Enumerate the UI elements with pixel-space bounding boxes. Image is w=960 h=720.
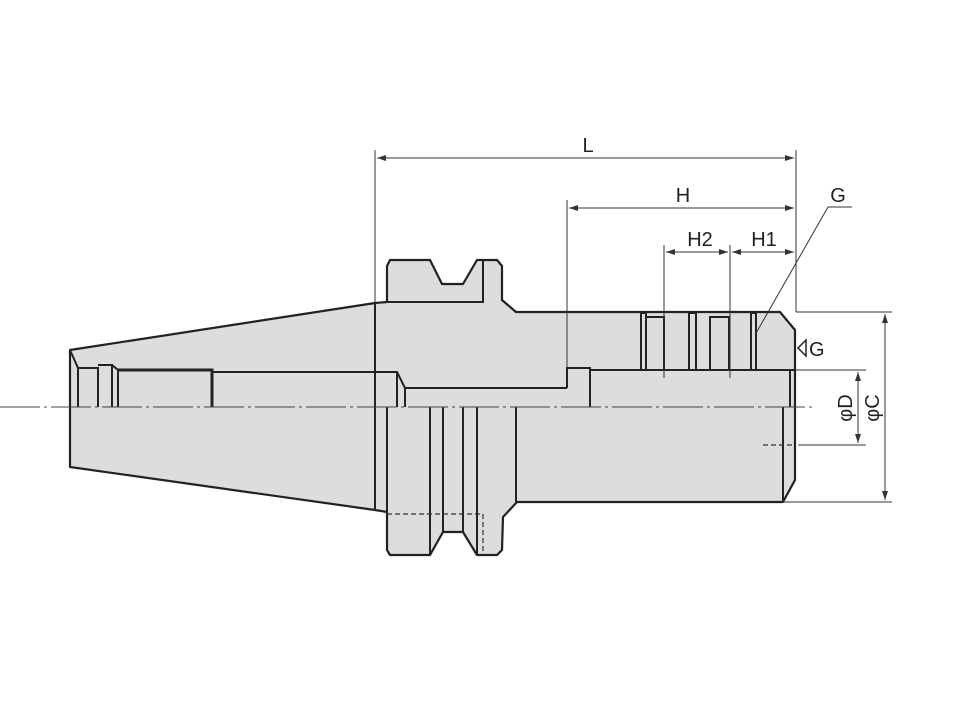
thread-G-leader: G G bbox=[754, 185, 852, 361]
label-phiD: φD bbox=[835, 394, 857, 421]
coolant-grooves bbox=[640, 312, 757, 371]
label-H2: H2 bbox=[687, 229, 713, 251]
dimension-phiD: φD bbox=[795, 369, 866, 446]
label-H1: H1 bbox=[751, 229, 777, 251]
dimension-phiC: φC bbox=[783, 311, 892, 503]
label-G-leader: G bbox=[830, 185, 846, 207]
inner-bore-lines bbox=[69, 260, 795, 555]
thread-symbol-icon bbox=[796, 338, 807, 358]
dimension-H1-H2: H2 H1 bbox=[663, 229, 794, 378]
hidden-line bbox=[387, 513, 484, 555]
dimension-L: L bbox=[374, 135, 797, 312]
dimension-H: H bbox=[566, 185, 794, 368]
label-L: L bbox=[582, 135, 593, 157]
label-phiC: φC bbox=[862, 394, 884, 421]
label-H: H bbox=[676, 185, 690, 207]
label-G-side: G bbox=[809, 339, 825, 361]
